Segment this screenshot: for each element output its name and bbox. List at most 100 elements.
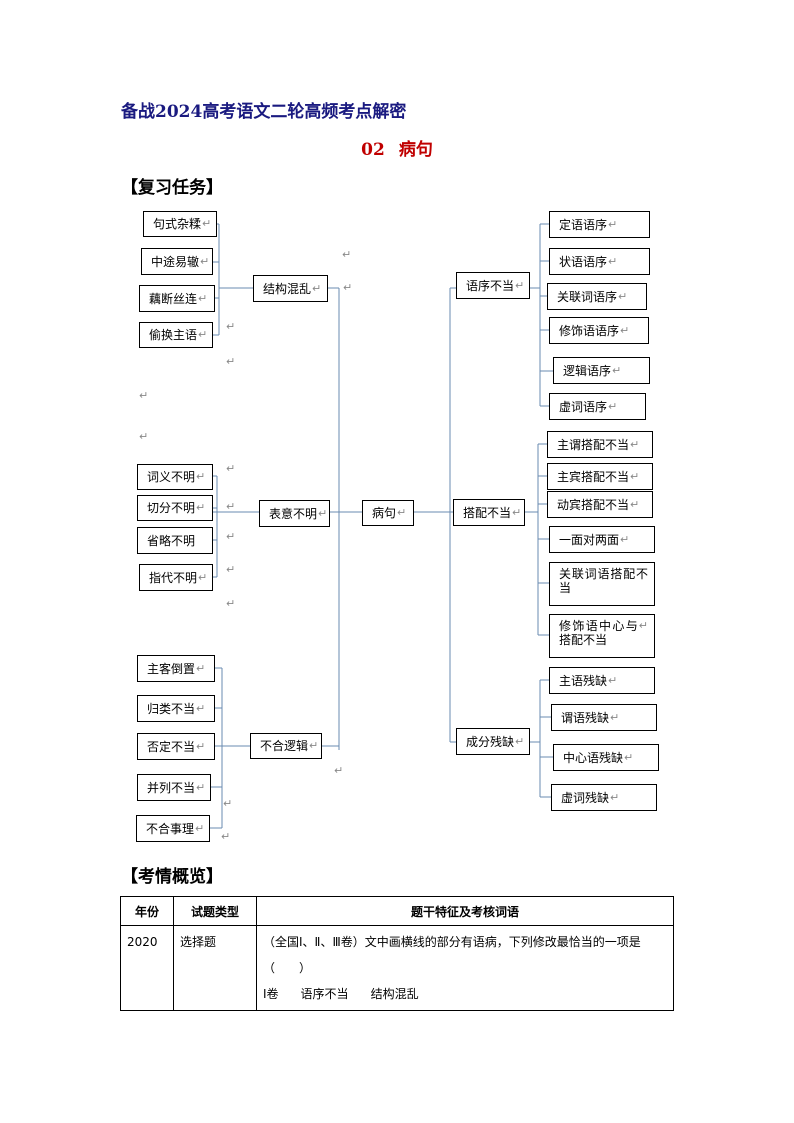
paragraph-mark: ↵	[223, 797, 233, 810]
leaf-item: 虚词语序↵	[549, 393, 646, 420]
leaf-label: 中心语残缺	[563, 750, 624, 765]
leaf-item: 主客倒置↵	[137, 655, 215, 682]
branch-label: 结构混乱	[263, 281, 312, 296]
paper-label: Ⅰ卷	[263, 987, 279, 1001]
paragraph-mark: ↵	[608, 673, 618, 687]
paragraph-mark: ↵	[515, 278, 525, 292]
leaf-label: 指代不明	[149, 570, 198, 585]
leaf-label: 并列不当	[147, 780, 196, 795]
paragraph-mark: ↵	[226, 320, 236, 333]
leaf-item: 中途易辙↵	[141, 248, 213, 275]
branch-word-order: 语序不当↵	[456, 272, 530, 299]
paragraph-mark: ↵	[620, 323, 630, 337]
leaf-item: 定语语序↵	[549, 211, 650, 238]
description-text: （全国Ⅰ、Ⅱ、Ⅲ卷）文中画横线的部分有语病，下列修改最恰当的一项是（ ）	[263, 935, 641, 975]
leaf-item: 省略不明	[137, 527, 213, 554]
leaf-item: 一面对两面↵	[549, 526, 655, 553]
col-header-description: 题干特征及考核词语	[256, 896, 674, 926]
paragraph-mark: ↵	[196, 701, 206, 715]
branch-missing-component: 成分残缺↵	[456, 728, 530, 755]
exam-overview-table: 年份 试题类型 题干特征及考核词语 2020 选择题 （全国Ⅰ、Ⅱ、Ⅲ卷）文中画…	[120, 896, 674, 1011]
leaf-label: 归类不当	[147, 701, 196, 716]
leaf-label: 修饰语中心与搭配不当	[559, 619, 638, 647]
leaf-label: 动宾搭配不当	[557, 497, 630, 512]
paragraph-mark: ↵	[608, 217, 618, 231]
paragraph-mark: ↵	[226, 462, 236, 475]
paragraph-mark: ↵	[221, 830, 231, 843]
leaf-item: 虚词残缺↵	[551, 784, 657, 811]
leaf-item: 切分不明↵	[137, 495, 213, 521]
paragraph-mark: ↵	[198, 291, 208, 305]
col-header-year: 年份	[120, 896, 174, 926]
leaf-label: 切分不明	[147, 501, 196, 515]
leaf-label: 主语残缺	[559, 673, 608, 688]
section-heading-review-tasks: 【复习任务】	[121, 178, 223, 198]
document-title: 备战2024高考语文二轮高频考点解密	[121, 102, 407, 122]
leaf-label: 偷换主语	[149, 328, 198, 342]
paragraph-mark: ↵	[195, 821, 205, 835]
paragraph-mark: ↵	[515, 734, 525, 748]
paragraph-mark: ↵	[139, 430, 149, 443]
paragraph-mark: ↵	[397, 506, 407, 519]
leaf-label: 句式杂糅	[153, 217, 202, 231]
paragraph-mark: ↵	[226, 563, 236, 576]
paragraph-mark: ↵	[612, 363, 622, 377]
paragraph-mark: ↵	[630, 437, 640, 451]
leaf-label: 关联词语搭配不当	[559, 567, 648, 595]
branch-label: 语序不当	[466, 278, 515, 293]
paragraph-mark: ↵	[624, 750, 634, 764]
cell-description: （全国Ⅰ、Ⅱ、Ⅲ卷）文中画横线的部分有语病，下列修改最恰当的一项是（ ） Ⅰ卷 语…	[256, 925, 674, 1011]
leaf-label: 词义不明	[147, 470, 196, 484]
error-type-1: 语序不当	[300, 987, 349, 1001]
leaf-item: 主宾搭配不当↵	[547, 463, 653, 490]
paragraph-mark: ↵	[196, 470, 206, 483]
branch-label: 成分残缺	[466, 734, 515, 749]
branch-unclear-meaning: 表意不明↵	[259, 500, 330, 527]
cell-type: 选择题	[173, 925, 257, 1011]
leaf-label: 省略不明	[147, 533, 196, 548]
table-row: 2020 选择题 （全国Ⅰ、Ⅱ、Ⅲ卷）文中画横线的部分有语病，下列修改最恰当的一…	[120, 925, 674, 1011]
paragraph-mark: ↵	[226, 530, 236, 543]
paragraph-mark: ↵	[608, 254, 618, 268]
paragraph-mark: ↵	[226, 500, 236, 513]
paragraph-mark: ↵	[196, 501, 206, 514]
section-heading-exam-overview: 【考情概览】	[121, 867, 223, 887]
error-type-2: 结构混乱	[370, 987, 419, 1001]
leaf-item: 藕断丝连↵	[139, 285, 215, 312]
col-header-type: 试题类型	[173, 896, 257, 926]
leaf-item: 主语残缺↵	[549, 667, 655, 694]
leaf-item: 动宾搭配不当↵	[547, 491, 653, 518]
paragraph-mark: ↵	[198, 328, 208, 341]
leaf-item: 逻辑语序↵	[553, 357, 650, 384]
leaf-label: 主谓搭配不当	[557, 437, 630, 452]
leaf-item: 词义不明↵	[137, 464, 213, 490]
branch-collocation: 搭配不当↵	[453, 499, 525, 526]
subtitle-text: 病句	[398, 140, 433, 160]
leaf-item: 指代不明↵	[139, 564, 213, 591]
branch-label: 搭配不当	[463, 505, 512, 520]
paragraph-mark: ↵	[608, 399, 618, 413]
paragraph-mark: ↵	[312, 281, 322, 295]
paragraph-mark: ↵	[620, 532, 630, 546]
leaf-item: 偷换主语↵	[139, 322, 213, 348]
leaf-item: 归类不当↵	[137, 695, 215, 722]
paragraph-mark: ↵	[309, 739, 319, 752]
leaf-item: 句式杂糅↵	[143, 211, 217, 237]
leaf-item: 状语语序↵	[549, 248, 650, 275]
leaf-item: 否定不当↵	[137, 733, 215, 760]
leaf-label: 主宾搭配不当	[557, 469, 630, 484]
leaf-label: 虚词残缺	[561, 790, 610, 805]
leaf-label: 谓语残缺	[561, 710, 610, 725]
cell-year: 2020	[120, 925, 174, 1011]
paragraph-mark: ↵	[318, 506, 328, 520]
paragraph-mark: ↵	[343, 281, 353, 294]
paragraph-mark: ↵	[226, 355, 236, 368]
paragraph-mark: ↵	[512, 505, 522, 519]
paragraph-mark: ↵	[638, 619, 648, 632]
leaf-item: 并列不当↵	[137, 774, 211, 801]
paragraph-mark: ↵	[200, 254, 210, 268]
paragraph-mark: ↵	[342, 248, 352, 261]
leaf-label: 主客倒置	[147, 661, 196, 676]
leaf-label: 关联词语序	[557, 289, 618, 304]
leaf-label: 虚词语序	[559, 399, 608, 414]
